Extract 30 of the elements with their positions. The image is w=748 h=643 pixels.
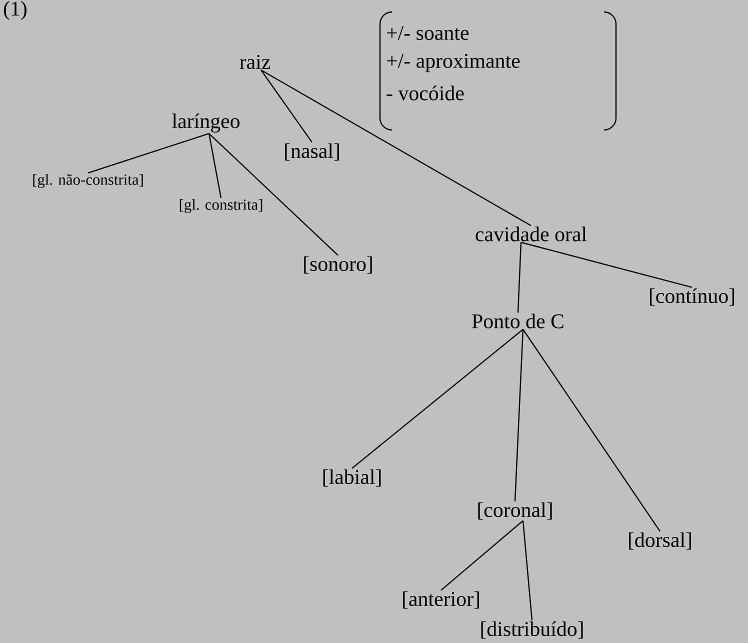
feature-label: [contínuo] — [650, 288, 734, 306]
feature-label: [sonoro] — [304, 256, 372, 274]
branch-line — [522, 520, 533, 620]
branch-line — [520, 242, 692, 288]
feature-label: [coronal] — [478, 502, 552, 520]
feature-label: [dorsal] — [629, 532, 691, 550]
feature-label: [gl. constrita] — [180, 198, 262, 214]
branch-line — [522, 329, 660, 532]
feature-label: [nasal] — [285, 143, 339, 161]
branch-line — [440, 520, 524, 591]
branch-line — [517, 242, 522, 313]
feature-label: [gl. não-constrita] — [33, 174, 143, 188]
feature-value: +/- aproximante — [387, 54, 520, 72]
branch-line — [352, 328, 524, 469]
feature-label: [labial] — [323, 469, 381, 487]
feature-label: [distribuído] — [481, 621, 583, 639]
feature-label: raiz — [240, 54, 270, 70]
branch-line — [208, 133, 338, 256]
branch-line — [260, 70, 312, 143]
feature-label: cavidade oral — [476, 226, 587, 242]
branch-line — [208, 133, 222, 198]
branch-line — [514, 329, 524, 502]
feature-label: laríngeo — [172, 113, 240, 133]
branch-line — [88, 132, 210, 174]
example-number: (1) — [4, 1, 26, 20]
feature-label: [anterior] — [403, 591, 479, 609]
feature-label: Ponto de C — [472, 314, 564, 328]
branch-line — [260, 70, 532, 226]
feature-value: - vocóide — [386, 86, 464, 100]
feature-value: +/- soante — [387, 26, 469, 40]
